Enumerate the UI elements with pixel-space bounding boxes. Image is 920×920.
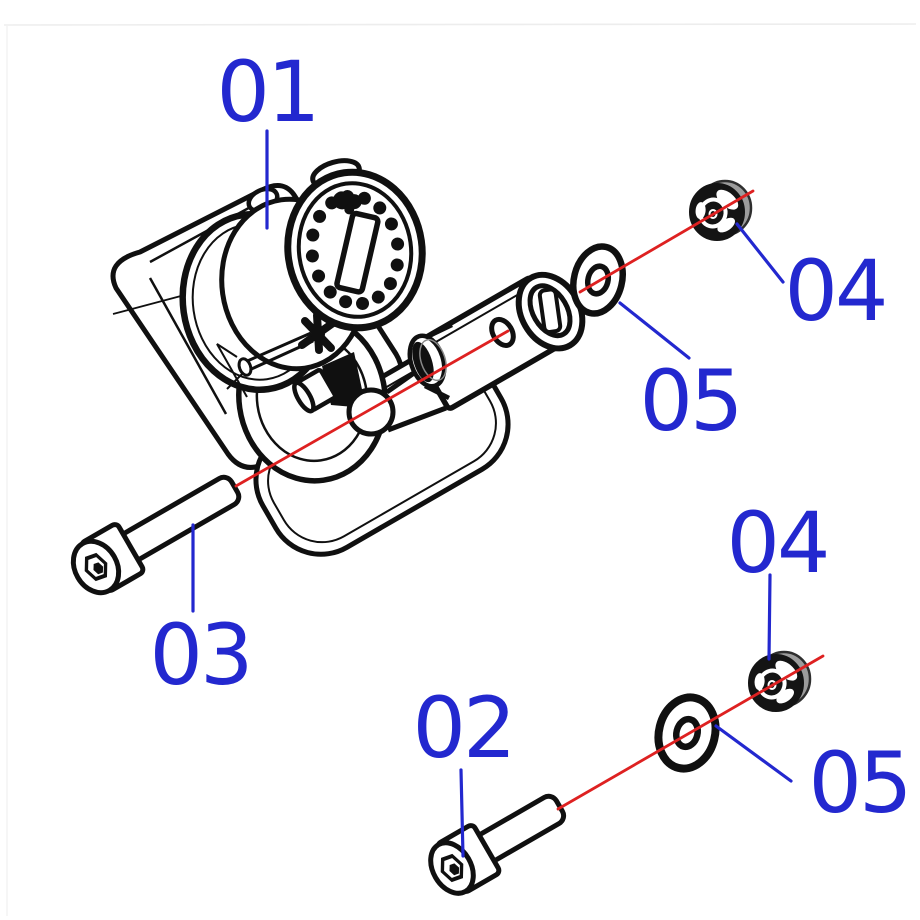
tube-bore-slot (537, 287, 563, 334)
page-frame (3, 23, 917, 916)
callout-01: 01 (217, 43, 320, 230)
callout-05-upper: 05 (618, 301, 743, 450)
dial-slot (334, 210, 381, 295)
part-05-washer-upper (570, 243, 626, 317)
plunger (292, 352, 447, 437)
hex-socket-icon (84, 552, 108, 582)
side-tube (410, 271, 586, 411)
callout-05-lower: 05 (714, 724, 912, 832)
clamp (298, 311, 337, 354)
leader-line (618, 301, 691, 360)
leader-line (767, 573, 772, 661)
centerline-upper-left (234, 329, 510, 488)
dial-top-marker (332, 191, 362, 215)
centerlines (234, 189, 825, 811)
callout-label-02: 02 (413, 679, 514, 777)
centerline-lower (556, 654, 825, 811)
leader-line (735, 222, 785, 284)
callout-04-lower: 04 (727, 494, 830, 661)
nut-chamfer-ring (698, 197, 728, 229)
hex-socket-icon (440, 853, 464, 883)
dial-dots (305, 190, 405, 310)
callout-04-upper: 04 (735, 222, 888, 340)
callout-label-05-lower: 05 (809, 734, 910, 832)
part-02-socket-screw-short (428, 793, 567, 896)
callout-label-04-lower: 04 (727, 494, 828, 592)
part-03-socket-screw-long (70, 474, 242, 596)
plunger-ball (346, 387, 396, 437)
callout-label-05-upper: 05 (640, 352, 741, 450)
leader-line (459, 768, 465, 858)
callout-label-03: 03 (150, 606, 251, 704)
leader-line (714, 724, 793, 783)
bolt-shaft (118, 474, 242, 563)
nut-chamfer-ring (757, 668, 787, 700)
callout-label-01: 01 (217, 43, 318, 141)
centerline-upper-right (578, 189, 755, 294)
callout-02: 02 (413, 679, 516, 858)
callout-label-04-upper: 04 (785, 242, 886, 340)
part-01-gauge-assembly (110, 158, 586, 557)
tube-side-hole (489, 316, 516, 348)
callout-03: 03 (150, 523, 253, 704)
dial-face (284, 168, 426, 332)
